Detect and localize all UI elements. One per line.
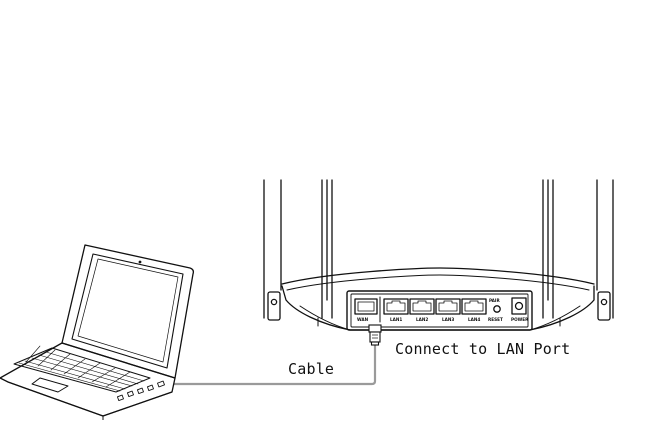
- wan-port: [354, 298, 378, 315]
- keyboard-keys: [18, 345, 145, 392]
- port-label-wan: WAN: [357, 317, 369, 322]
- laptop-keyboard: [13, 347, 151, 393]
- laptop-base: [0, 342, 176, 417]
- laptop-illustration: [0, 244, 195, 421]
- connect-lan-port-label: Connect to LAN Port: [395, 340, 571, 358]
- port-label-lan1: LAN1: [390, 317, 402, 322]
- antenna-right-outer: [596, 179, 614, 321]
- router-illustration: WAN LAN1 LAN2 LAN3 LAN4 PAIR RESET POWER: [263, 179, 614, 331]
- lan-port-2: [409, 298, 435, 315]
- reset-label: RESET: [488, 317, 503, 322]
- port-label-lan4: LAN4: [468, 317, 480, 322]
- cable-label: Cable: [288, 360, 335, 378]
- antenna-right-inner: [542, 179, 554, 319]
- laptop-touchpad: [31, 377, 69, 393]
- antenna-left-outer: [263, 179, 282, 321]
- router-top-edge: [281, 267, 595, 285]
- reset-button: [493, 305, 501, 313]
- antenna-left-inner: [321, 179, 333, 319]
- lan-port-1: [383, 298, 409, 315]
- laptop-lid: [61, 244, 195, 379]
- port-label-lan2: LAN2: [416, 317, 428, 322]
- lan-port-4: [461, 298, 487, 315]
- power-label: POWER: [511, 317, 529, 322]
- pair-label: PAIR: [489, 298, 500, 303]
- ethernet-cable: [174, 324, 382, 386]
- port-label-lan3: LAN3: [442, 317, 454, 322]
- port-labels: WAN LAN1 LAN2 LAN3 LAN4 PAIR RESET POWER: [357, 298, 529, 322]
- rj45-plug: [368, 324, 382, 346]
- laptop-screen: [71, 253, 184, 369]
- power-jack: [511, 297, 527, 315]
- laptop-side-ports: [116, 380, 165, 402]
- lan-port-3: [435, 298, 461, 315]
- router-back-panel: WAN LAN1 LAN2 LAN3 LAN4 PAIR RESET POWER: [346, 290, 533, 331]
